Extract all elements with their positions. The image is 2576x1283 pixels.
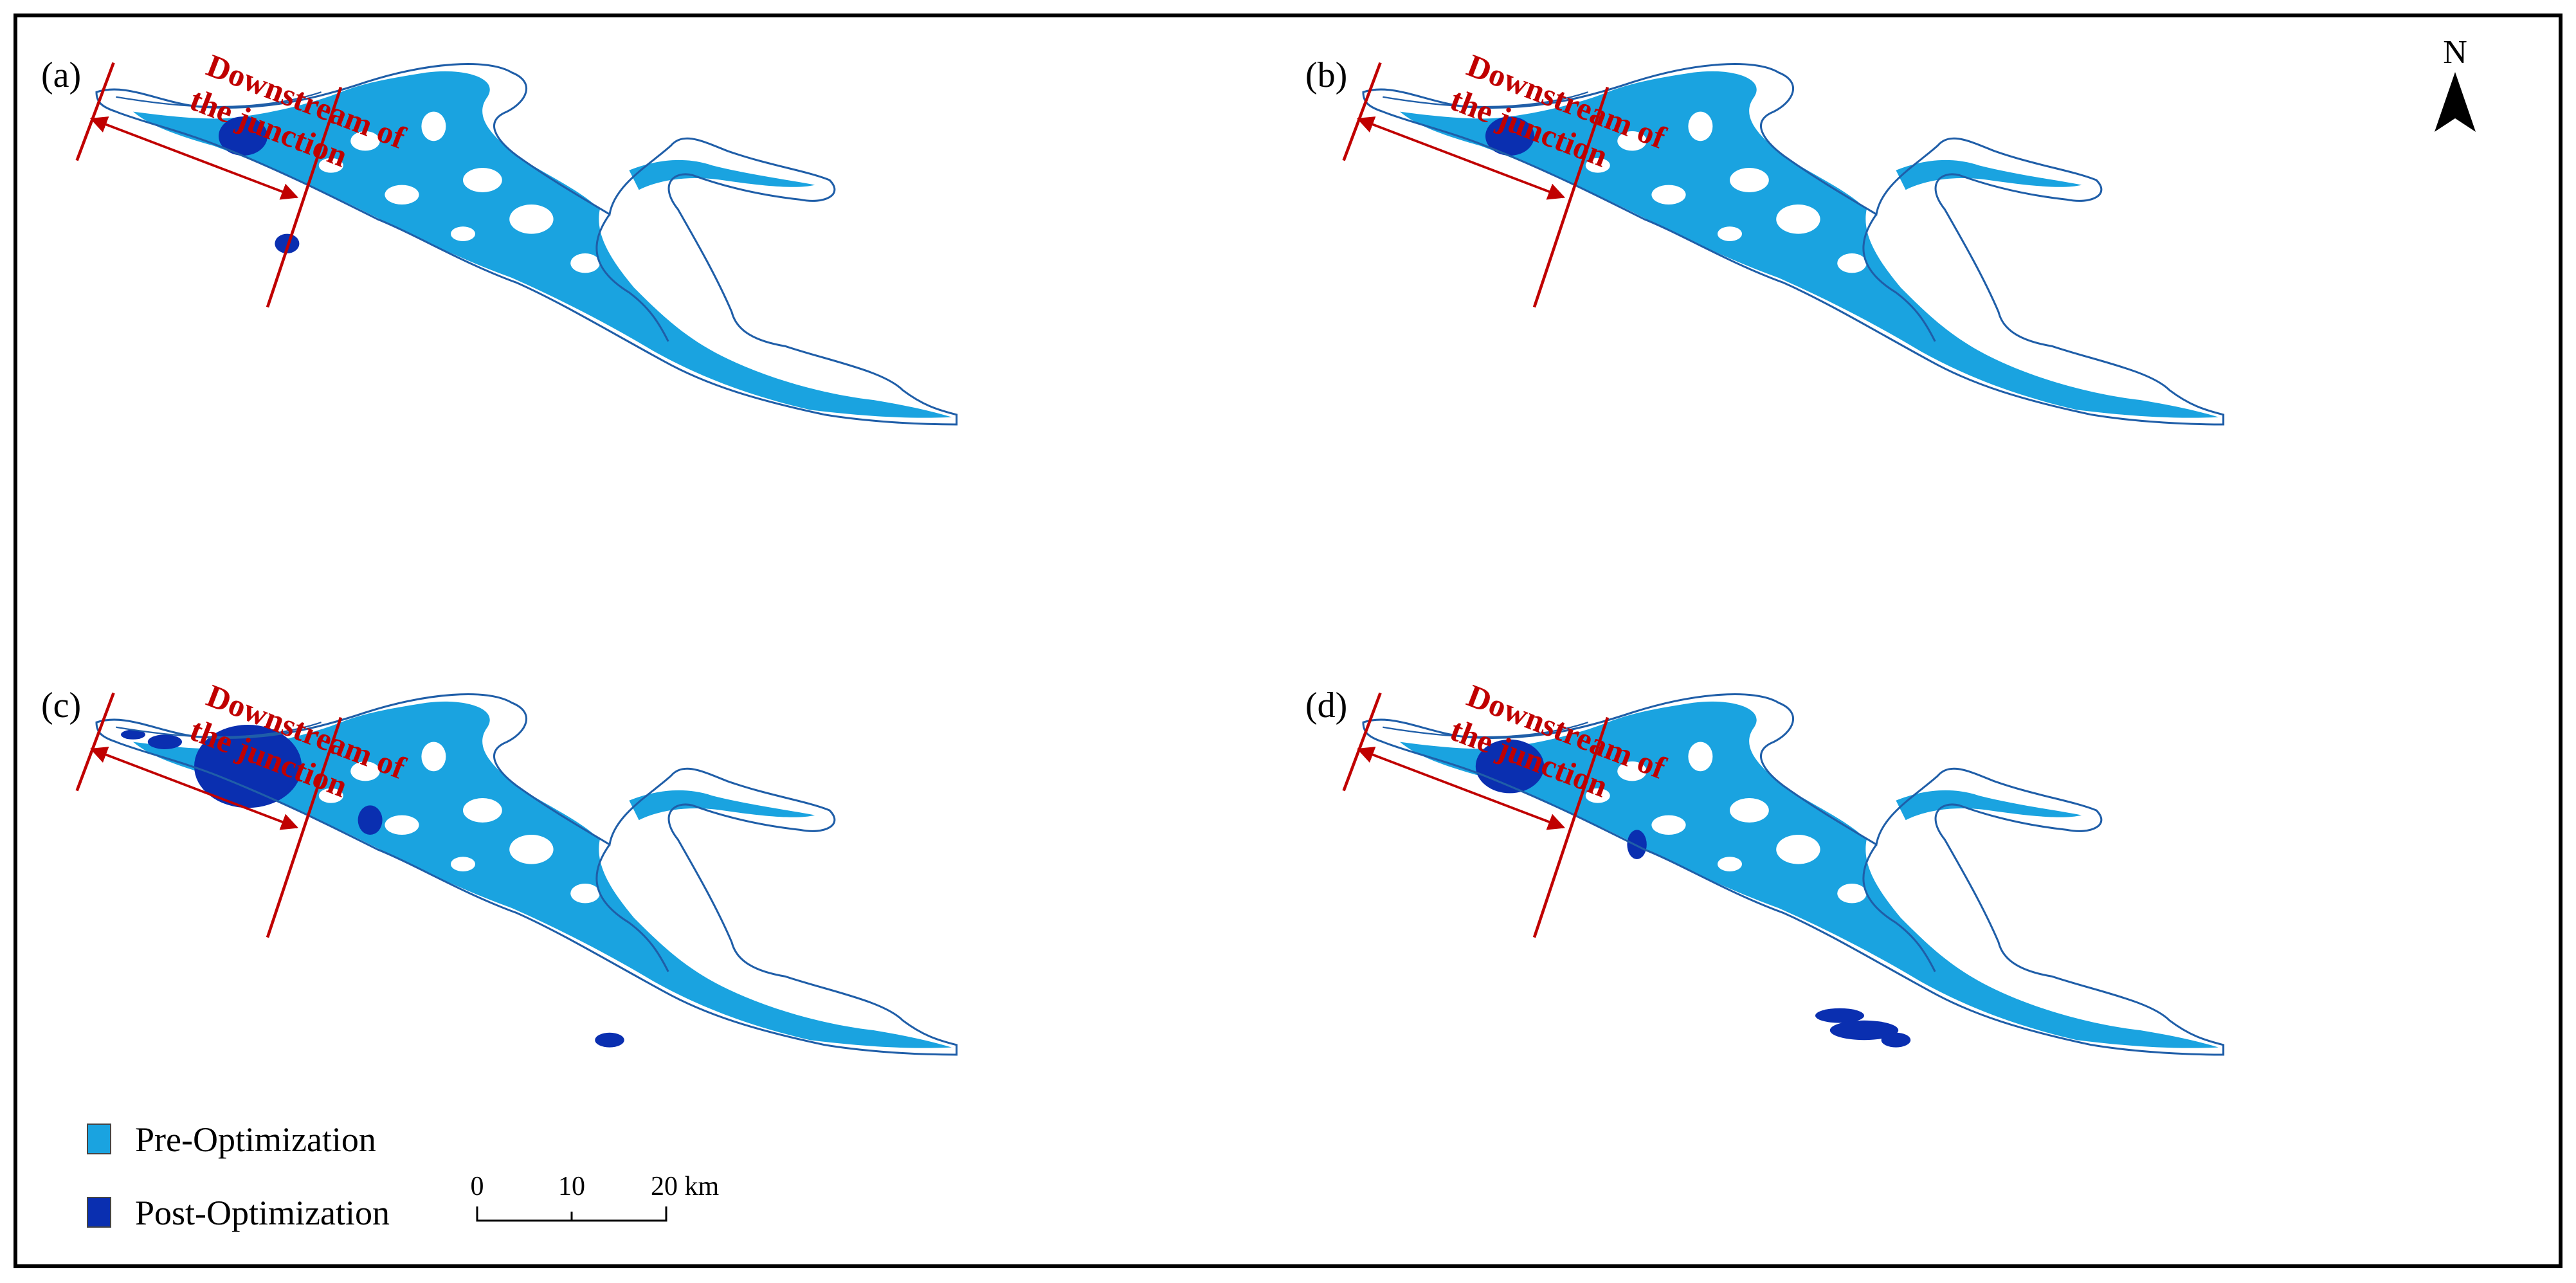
junction-line-right bbox=[266, 716, 343, 938]
gap-area bbox=[421, 111, 446, 141]
pre-optimization-area bbox=[629, 790, 815, 821]
gap-area bbox=[451, 857, 475, 871]
legend-post-label: Post-Optimization bbox=[135, 1194, 390, 1232]
downstream-arrow bbox=[89, 747, 299, 830]
gap-area bbox=[451, 226, 475, 241]
gap-area bbox=[463, 798, 502, 823]
pre-optimization-area bbox=[1896, 790, 2082, 821]
junction-annotation bbox=[1342, 62, 1610, 308]
pre-optimization-area bbox=[1400, 701, 2218, 1048]
post-optimization-area bbox=[121, 729, 145, 740]
pre-optimization-area bbox=[1896, 159, 2082, 190]
gap-area bbox=[421, 742, 446, 772]
map-panel: (a) Downstream of the junction bbox=[41, 47, 958, 426]
gap-area bbox=[1718, 226, 1742, 241]
junction-annotation bbox=[75, 62, 343, 308]
gap-area bbox=[1585, 158, 1610, 173]
scale-bar-line bbox=[476, 1206, 667, 1222]
panel-label: (c) bbox=[41, 686, 81, 725]
gap-area bbox=[1776, 205, 1820, 234]
scale-tick-20: 20 km bbox=[651, 1172, 720, 1201]
river-outline bbox=[1862, 844, 1936, 972]
post-optimization-area bbox=[275, 233, 300, 253]
gap-area bbox=[1688, 111, 1713, 141]
junction-annotation bbox=[1342, 692, 1610, 938]
junction-line-left bbox=[1342, 62, 1382, 161]
map-panel: (b) Downstream of the junction bbox=[1305, 47, 2225, 426]
river-channel bbox=[1383, 91, 1588, 108]
river-outline bbox=[95, 693, 958, 1056]
gap-area bbox=[1730, 798, 1769, 823]
pre-optimization-area bbox=[133, 701, 952, 1048]
gap-area bbox=[509, 205, 554, 234]
gap-area bbox=[1651, 185, 1686, 205]
legend: Pre-Optimization Post-Optimization bbox=[87, 1120, 390, 1232]
river-channel bbox=[1383, 722, 1588, 738]
gap-area bbox=[509, 835, 554, 864]
river-outline bbox=[595, 844, 669, 972]
gap-area bbox=[1617, 131, 1647, 151]
gap-area bbox=[1617, 761, 1647, 781]
panel-label: (d) bbox=[1305, 686, 1347, 725]
panel-label: (b) bbox=[1305, 55, 1347, 95]
gap-area bbox=[385, 815, 419, 835]
gap-area bbox=[1651, 815, 1686, 835]
downstream-arrow bbox=[1356, 116, 1566, 200]
downstream-arrow bbox=[89, 116, 299, 200]
gap-area bbox=[1776, 835, 1820, 864]
gap-area bbox=[1718, 857, 1742, 871]
legend-post-swatch bbox=[87, 1197, 111, 1228]
pre-optimization-area bbox=[133, 71, 952, 418]
junction-line-right bbox=[1532, 716, 1610, 938]
gap-area bbox=[570, 884, 600, 904]
gap-area bbox=[385, 185, 419, 205]
post-optimization-area bbox=[1815, 1008, 1864, 1023]
river-outline bbox=[1362, 693, 2225, 1056]
pre-optimization-area bbox=[1400, 71, 2218, 418]
scale-tick-0: 0 bbox=[471, 1172, 484, 1201]
post-optimization-area bbox=[1829, 1020, 1899, 1041]
junction-line-left bbox=[75, 692, 115, 792]
pre-optimization-area bbox=[629, 159, 815, 190]
river-outline bbox=[595, 214, 669, 342]
gap-area bbox=[318, 788, 343, 803]
river-outline bbox=[1862, 214, 1936, 342]
post-optimization-area bbox=[595, 1032, 624, 1048]
panel-label: (a) bbox=[41, 55, 81, 95]
river-channel bbox=[116, 91, 322, 108]
junction-line-left bbox=[1342, 692, 1382, 792]
gap-area bbox=[463, 168, 502, 192]
gap-area bbox=[1585, 788, 1610, 803]
scale-tick-10: 10 bbox=[558, 1172, 585, 1201]
junction-line-right bbox=[266, 86, 343, 308]
gap-area bbox=[350, 761, 380, 781]
river-outline bbox=[95, 63, 958, 426]
gap-area bbox=[1837, 884, 1867, 904]
junction-line-right bbox=[1532, 86, 1610, 308]
legend-pre-label: Pre-Optimization bbox=[135, 1120, 376, 1159]
gap-area bbox=[1837, 253, 1867, 273]
gap-area bbox=[570, 253, 600, 273]
river-outline bbox=[1362, 63, 2225, 426]
legend-pre-swatch bbox=[87, 1124, 111, 1154]
north-arrow: N bbox=[2435, 34, 2476, 132]
gap-area bbox=[1730, 168, 1769, 192]
gap-area bbox=[350, 131, 380, 151]
post-optimization-area bbox=[1881, 1032, 1911, 1048]
downstream-arrow bbox=[1356, 747, 1566, 830]
post-optimization-area bbox=[358, 805, 383, 835]
gap-area bbox=[318, 158, 343, 173]
junction-line-left bbox=[75, 62, 115, 161]
north-arrow-icon bbox=[2435, 72, 2476, 132]
gap-area bbox=[1688, 742, 1713, 772]
north-label: N bbox=[2443, 34, 2467, 71]
junction-annotation bbox=[75, 692, 343, 938]
scale-bar: 0 10 20 km bbox=[471, 1172, 720, 1222]
river-channel bbox=[116, 722, 322, 738]
post-optimization-area bbox=[1627, 830, 1647, 859]
post-optimization-area bbox=[147, 734, 182, 749]
